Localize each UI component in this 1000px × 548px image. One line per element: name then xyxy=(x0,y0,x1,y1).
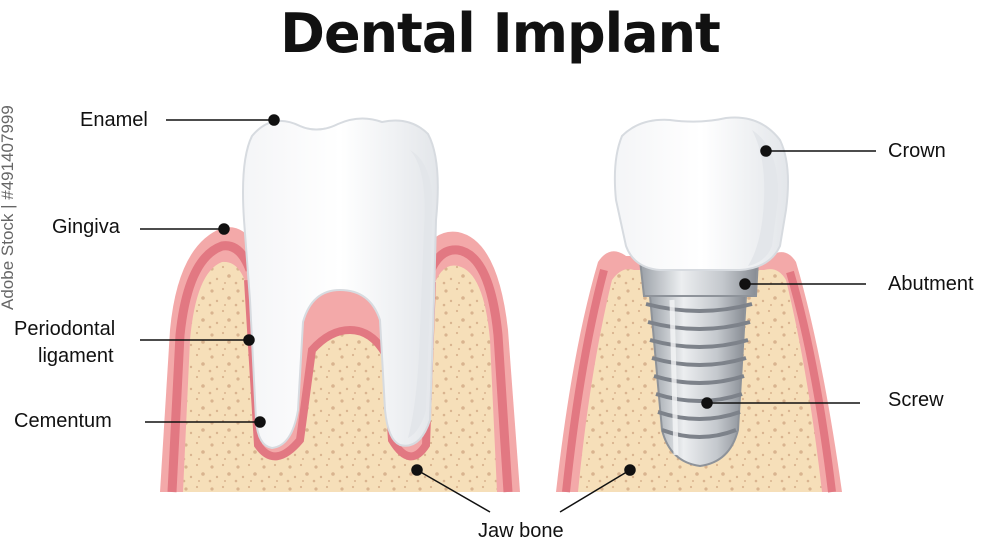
cementum-outline xyxy=(244,279,436,461)
crown-shadow xyxy=(748,130,779,266)
periodontal-ligament-left xyxy=(167,241,255,493)
gingiva-dot xyxy=(218,223,230,235)
leader-lines xyxy=(140,114,876,513)
implant-section xyxy=(556,116,842,493)
crown-dot xyxy=(760,145,772,157)
label-jaw-bone: Jaw bone xyxy=(478,520,564,542)
label-abutment: Abutment xyxy=(888,273,974,295)
tooth-shadow xyxy=(408,150,433,438)
label-periodontal-line2: ligament xyxy=(38,345,114,367)
enamel-dot xyxy=(268,114,280,126)
implant-periodontal xyxy=(562,268,836,493)
jaw-bone-left xyxy=(183,261,497,492)
abutment-dot xyxy=(739,278,751,290)
label-gingiva: Gingiva xyxy=(52,216,120,238)
stock-watermark: Adobe Stock | #491407999 xyxy=(0,105,17,310)
screw-dot xyxy=(701,397,713,409)
natural-tooth-section xyxy=(160,117,520,493)
screw-threads xyxy=(645,302,753,439)
label-periodontal-line1: Periodontal xyxy=(14,318,116,340)
screw-highlight xyxy=(669,299,679,456)
periodontal-ligament-right xyxy=(425,245,513,493)
label-cementum: Cementum xyxy=(14,410,112,432)
label-enamel: Enamel xyxy=(80,109,148,131)
tooth-body xyxy=(242,117,439,450)
label-crown: Crown xyxy=(888,140,946,162)
label-screw: Screw xyxy=(888,389,944,411)
periodontal-dot xyxy=(243,334,255,346)
jaw-bone-dot-left xyxy=(411,464,423,476)
jaw-bone-dot-right xyxy=(624,464,636,476)
cementum-dot xyxy=(254,416,266,428)
diagram-title: Dental Implant xyxy=(280,2,721,65)
implant-crown xyxy=(613,116,789,271)
